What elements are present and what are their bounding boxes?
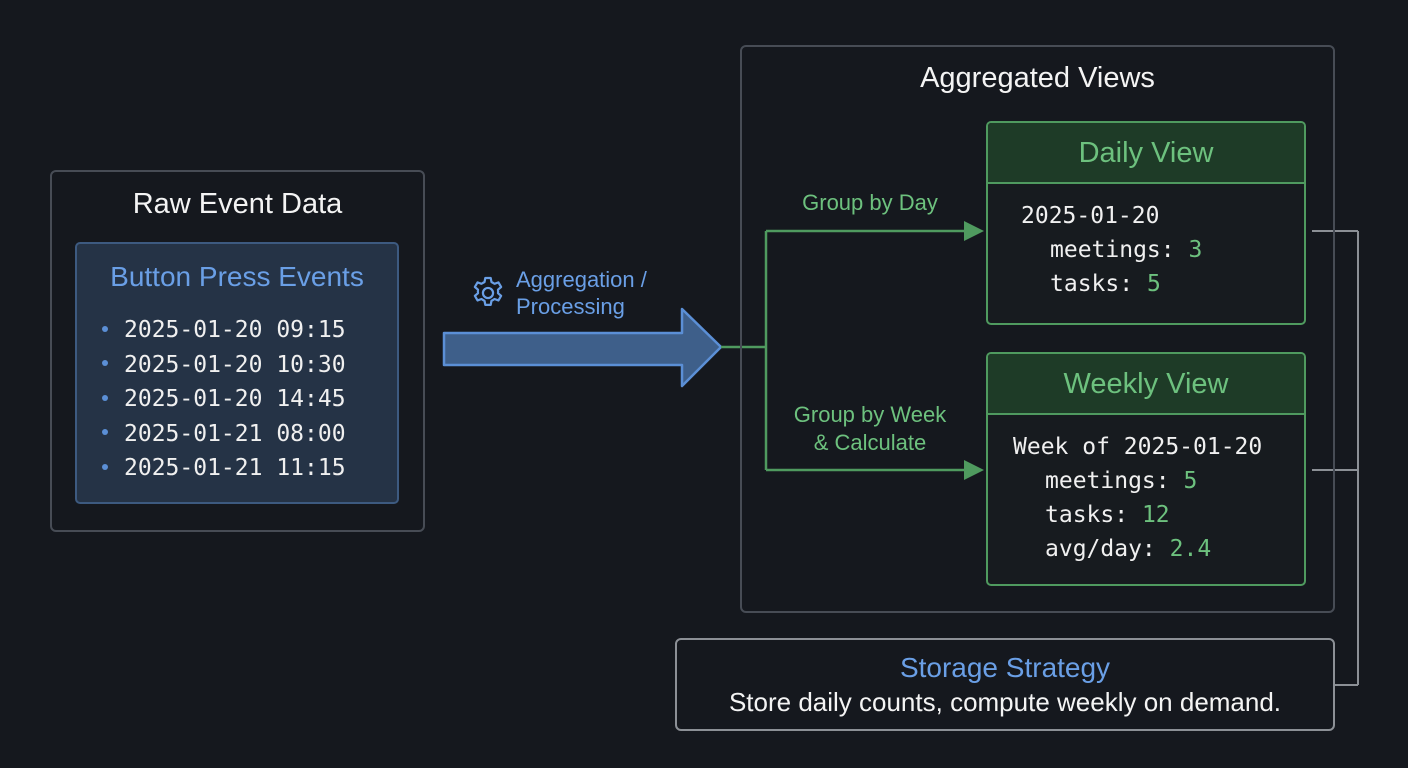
event-timestamp: 2025-01-20 10:30 xyxy=(124,351,346,378)
weekly-tasks-row: tasks: 12 xyxy=(1045,498,1170,533)
event-timestamp: 2025-01-20 14:45 xyxy=(124,386,346,412)
bullet-icon xyxy=(102,463,108,470)
gear-icon xyxy=(473,276,503,306)
event-timestamp: 2025-01-20 09:15 xyxy=(124,317,346,343)
list-item: 2025-01-21 11:15 xyxy=(102,451,346,486)
weekly-tasks-value: 12 xyxy=(1141,502,1170,528)
weekly-avg-label: avg/day: xyxy=(1045,536,1156,562)
weekly-meetings-row: meetings: 5 xyxy=(1045,464,1197,499)
weekly-week: Week of 2025-01-20 xyxy=(1013,434,1263,460)
daily-tasks-label: tasks: xyxy=(1050,271,1134,297)
daily-tasks-row: tasks: 5 xyxy=(1050,267,1161,302)
event-timestamp: 2025-01-21 08:00 xyxy=(124,420,346,447)
weekly-meetings-value: 5 xyxy=(1183,468,1198,494)
daily-meetings-value: 3 xyxy=(1188,237,1203,263)
bullet-icon xyxy=(102,360,108,366)
events-list: 2025-01-20 09:15 2025-01-20 10:30 2025-0… xyxy=(102,313,346,486)
button-press-events-title: Button Press Events xyxy=(110,261,364,292)
storage-strategy-text: Store daily counts, compute weekly on de… xyxy=(728,687,1282,717)
daily-view-card: Daily View xyxy=(986,121,1306,325)
group-by-week-line1: Group by Week xyxy=(793,402,947,427)
weekly-avg-value: 2.4 xyxy=(1169,536,1212,562)
daily-meetings-row: meetings: 3 xyxy=(1050,233,1202,268)
button-press-events-box: Button Press Events 2025-01-20 09:15 202… xyxy=(75,242,399,504)
list-item: 2025-01-21 08:00 xyxy=(102,417,346,452)
weekly-tasks-label: tasks: xyxy=(1045,502,1129,528)
aggregation-processing-label: Aggregation / Processing xyxy=(516,266,647,320)
aggregated-views-panel xyxy=(740,45,1335,613)
weekly-view-card: Weekly View xyxy=(986,352,1306,586)
daily-tasks-value: 5 xyxy=(1146,271,1161,297)
daily-meetings-label: meetings: xyxy=(1050,237,1175,263)
bullet-icon xyxy=(102,325,108,332)
aggregation-label-line1: Aggregation / xyxy=(516,267,647,292)
event-timestamp: 2025-01-21 11:15 xyxy=(124,455,346,481)
storage-strategy-title: Storage Strategy xyxy=(899,652,1111,683)
weekly-view-title: Weekly View xyxy=(988,354,1304,415)
list-item: 2025-01-20 10:30 xyxy=(102,348,346,383)
bullet-icon xyxy=(102,394,108,401)
list-item: 2025-01-20 14:45 xyxy=(102,382,346,417)
list-item: 2025-01-20 09:15 xyxy=(102,313,346,348)
raw-event-data-panel xyxy=(50,170,425,532)
bullet-icon xyxy=(102,429,108,435)
group-by-week-label: Group by Week & Calculate xyxy=(770,401,970,457)
weekly-avg-row: avg/day: 2.4 xyxy=(1045,532,1211,567)
storage-strategy-box: Storage Strategy Store daily counts, com… xyxy=(675,638,1335,731)
daily-date: 2025-01-20 xyxy=(1021,203,1160,229)
group-by-week-line2: & Calculate xyxy=(813,430,927,455)
raw-event-data-title: Raw Event Data xyxy=(132,188,343,220)
processing-arrow xyxy=(442,307,723,388)
daily-view-title: Daily View xyxy=(988,123,1304,184)
group-by-day-label: Group by Day xyxy=(802,190,938,215)
weekly-meetings-label: meetings: xyxy=(1045,468,1170,494)
aggregation-label-line2: Processing xyxy=(516,294,625,319)
aggregated-views-title: Aggregated Views xyxy=(920,62,1155,94)
